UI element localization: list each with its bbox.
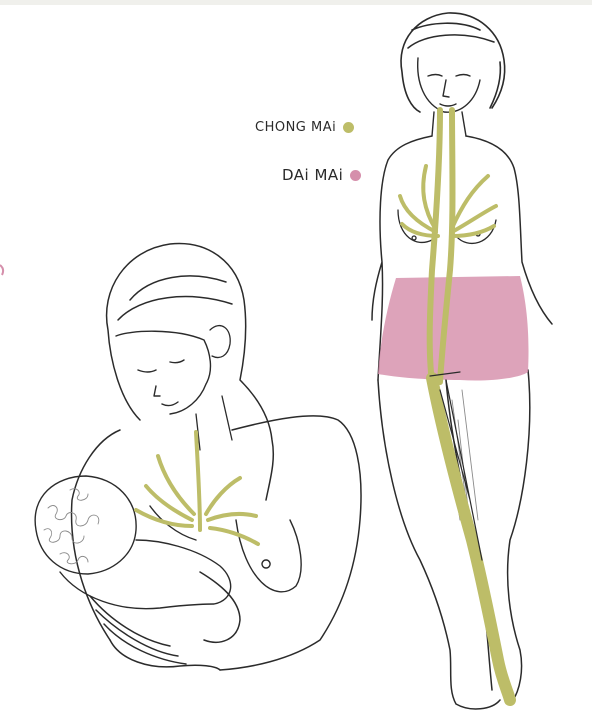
dai-mai-band — [378, 276, 529, 381]
chong-mai-leg — [432, 378, 510, 700]
standing-figure-chong-mai — [400, 110, 510, 700]
legend-item-dai-mai: DAi MAi — [282, 166, 361, 184]
nursing-figure-ear — [210, 326, 230, 358]
legend-swatch-chong-mai — [343, 122, 354, 133]
legend-swatch-dai-mai — [350, 170, 361, 181]
standing-figure-face — [418, 58, 480, 112]
nursing-figure-face — [116, 331, 210, 414]
standing-figure-hair — [401, 13, 505, 112]
left-edge-mark — [0, 265, 3, 275]
chong-mai-branch-right-1 — [206, 478, 240, 514]
chong-mai-branch-left-1 — [158, 456, 194, 514]
baby-head — [35, 476, 136, 574]
nursing-figure-hair — [107, 244, 274, 500]
chong-mai-branch-right-3 — [210, 528, 258, 544]
nursing-figure-neck — [196, 396, 232, 450]
legend-item-chong-mai: CHONG MAi — [255, 120, 354, 135]
nursing-figure-chong-mai — [136, 432, 258, 544]
legend-label-chong-mai: CHONG MAi — [255, 120, 336, 135]
chong-mai-branch-right-2 — [208, 514, 256, 520]
nursing-figure-breast — [236, 520, 301, 592]
legend-label-dai-mai: DAi MAi — [282, 166, 343, 184]
nursing-figure-torso — [72, 416, 361, 670]
top-border — [0, 0, 592, 5]
nursing-figure-arms — [90, 572, 240, 670]
chong-mai-branch-left-3 — [136, 510, 192, 526]
